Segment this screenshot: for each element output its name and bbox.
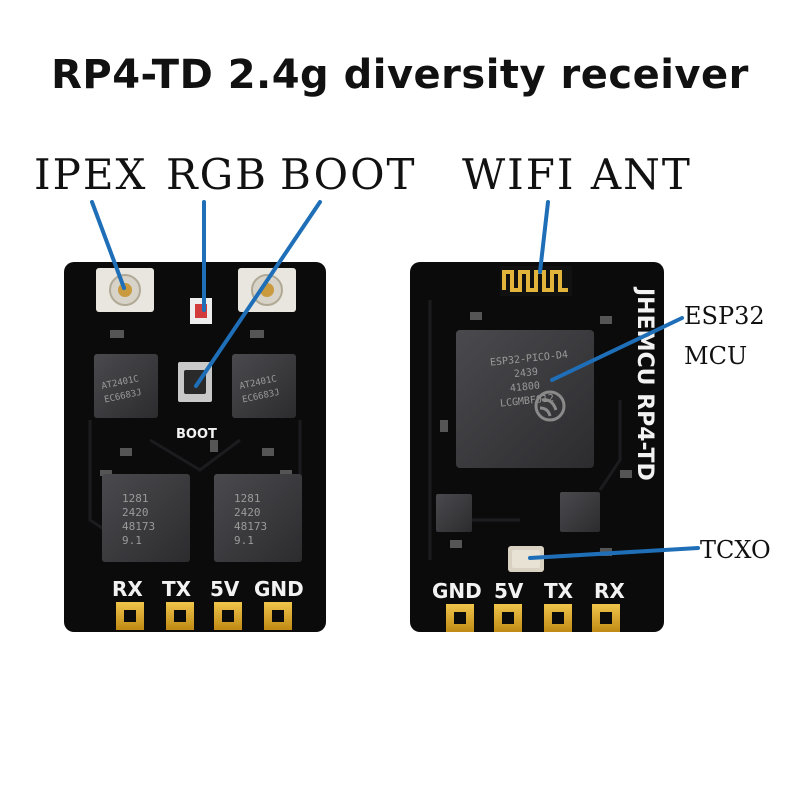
callout-ipex: IPEX xyxy=(34,150,148,199)
callout-line-esp32 xyxy=(550,316,684,382)
chip-at2401c-2: AT2401C EC6683J xyxy=(232,354,296,418)
callout-tcxo: TCXO xyxy=(700,536,771,564)
chip-at2401c-1: AT2401C EC6683J xyxy=(94,354,158,418)
right-pad-label-gnd: GND xyxy=(432,579,482,603)
right-pad-label-tx: TX xyxy=(544,579,574,603)
callout-wifi-ant: WIFI ANT xyxy=(462,150,692,199)
left-pad-label-rx: RX xyxy=(112,577,143,601)
left-board: BOOT AT2401C EC6683J AT2401C EC6683J 128… xyxy=(64,262,326,632)
callout-boot: BOOT xyxy=(280,150,417,199)
espressif-logo-icon xyxy=(534,390,566,422)
esp32-chip: ESP32-PICO-D4 2439 41800 LCGMBF012 xyxy=(456,330,594,468)
right-pad-label-5v: 5V xyxy=(494,579,524,603)
brand-silkscreen: JHEMCU RP4-TD xyxy=(632,286,657,481)
tcxo-crystal xyxy=(508,546,544,572)
right-pads xyxy=(446,604,620,632)
small-chip-1 xyxy=(436,494,472,532)
svg-text:9.1: 9.1 xyxy=(122,534,142,547)
callout-esp32: ESP32 xyxy=(684,302,765,330)
callout-line-wifi xyxy=(538,200,550,274)
ipex-connector-1 xyxy=(96,268,154,312)
page-title: RP4-TD 2.4g diversity receiver xyxy=(51,52,749,98)
callout-mcu: MCU xyxy=(684,342,748,370)
svg-text:41800: 41800 xyxy=(509,380,540,394)
left-pads xyxy=(116,602,292,630)
svg-text:2439: 2439 xyxy=(513,367,538,380)
wifi-antenna xyxy=(500,266,572,296)
boot-silk-label: BOOT xyxy=(176,427,217,442)
right-pad-label-rx: RX xyxy=(594,579,625,603)
left-pad-label-tx: TX xyxy=(162,577,192,601)
ipex-connector-2 xyxy=(238,268,296,312)
callout-line-boot xyxy=(194,200,322,388)
chip-lr1281-1: 1281 2420 48173 9.1 xyxy=(102,474,190,562)
svg-text:9.1: 9.1 xyxy=(234,534,254,547)
callout-lines xyxy=(90,200,700,560)
left-pad-label-5v: 5V xyxy=(210,577,240,601)
small-chip-2 xyxy=(560,492,600,532)
svg-text:48173: 48173 xyxy=(234,520,267,533)
svg-text:48173: 48173 xyxy=(122,520,155,533)
callout-line-ipex xyxy=(90,200,126,290)
svg-text:2420: 2420 xyxy=(122,506,149,519)
left-pad-label-gnd: GND xyxy=(254,577,304,601)
rgb-led xyxy=(190,298,212,324)
svg-text:1281: 1281 xyxy=(122,492,149,505)
chip-lr1281-2: 1281 2420 48173 9.1 xyxy=(214,474,302,562)
callout-rgb: RGB xyxy=(166,150,269,199)
svg-text:1281: 1281 xyxy=(234,492,261,505)
callout-line-tcxo xyxy=(528,546,700,560)
svg-text:2420: 2420 xyxy=(234,506,261,519)
right-board: ESP32-PICO-D4 2439 41800 LCGMBF012 JHEMC… xyxy=(410,262,664,632)
